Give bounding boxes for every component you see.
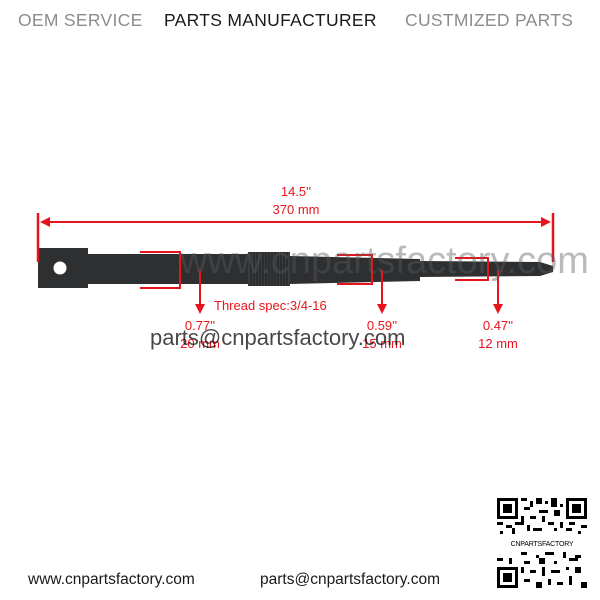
shaft-tip [540,262,553,276]
footer-website[interactable]: www.cnpartsfactory.com [28,571,195,588]
header-bar: OEM SERVICE PARTS MANUFACTURER CUSTMIZED… [0,0,600,40]
overall-length-mm: 370 mm [273,202,320,217]
diameter-2-mm: 15 mm [362,336,402,351]
diameter-3-inches: 0.47'' [483,318,513,333]
overall-length-dimension: 14.5'' 370 mm [36,184,555,262]
tool-head-hole [53,261,67,275]
qr-caption: CNPARTSFACTORY [497,540,587,550]
parts-manufacturer-label: PARTS MANUFACTURER [164,10,377,30]
footer-email[interactable]: parts@cnpartsfactory.com [260,571,440,588]
marker-15mm [337,254,373,285]
watermark-website: www.cnpartsfactory.com [180,240,589,282]
diameter-markers [140,251,499,308]
arrow-20mm-head [195,304,205,314]
diameter-1-inches: 0.77'' [185,318,215,333]
arrow-15mm-head [377,304,387,314]
overall-length-inches: 14.5'' [281,184,311,199]
shaft-section-1 [86,254,250,284]
marker-20mm [140,251,181,289]
diameter-1-mm: 20 mm [180,336,220,351]
thread-lines [250,252,288,286]
shaft-section-3 [420,261,540,277]
diameter-2-inches: 0.59'' [367,318,397,333]
customized-parts-label: CUSTMIZED PARTS [405,10,574,30]
watermark-email: parts@cnpartsfactory.com [150,325,406,350]
oem-service-label: OEM SERVICE [18,10,143,30]
arrow-12mm-head [493,304,503,314]
clutch-puller-tool [38,248,553,288]
diameter-3-mm: 12 mm [478,336,518,351]
marker-12mm [455,257,489,281]
shaft-section-2 [290,256,420,284]
thread-spec-label: Thread spec:3/4-16 [214,298,327,313]
